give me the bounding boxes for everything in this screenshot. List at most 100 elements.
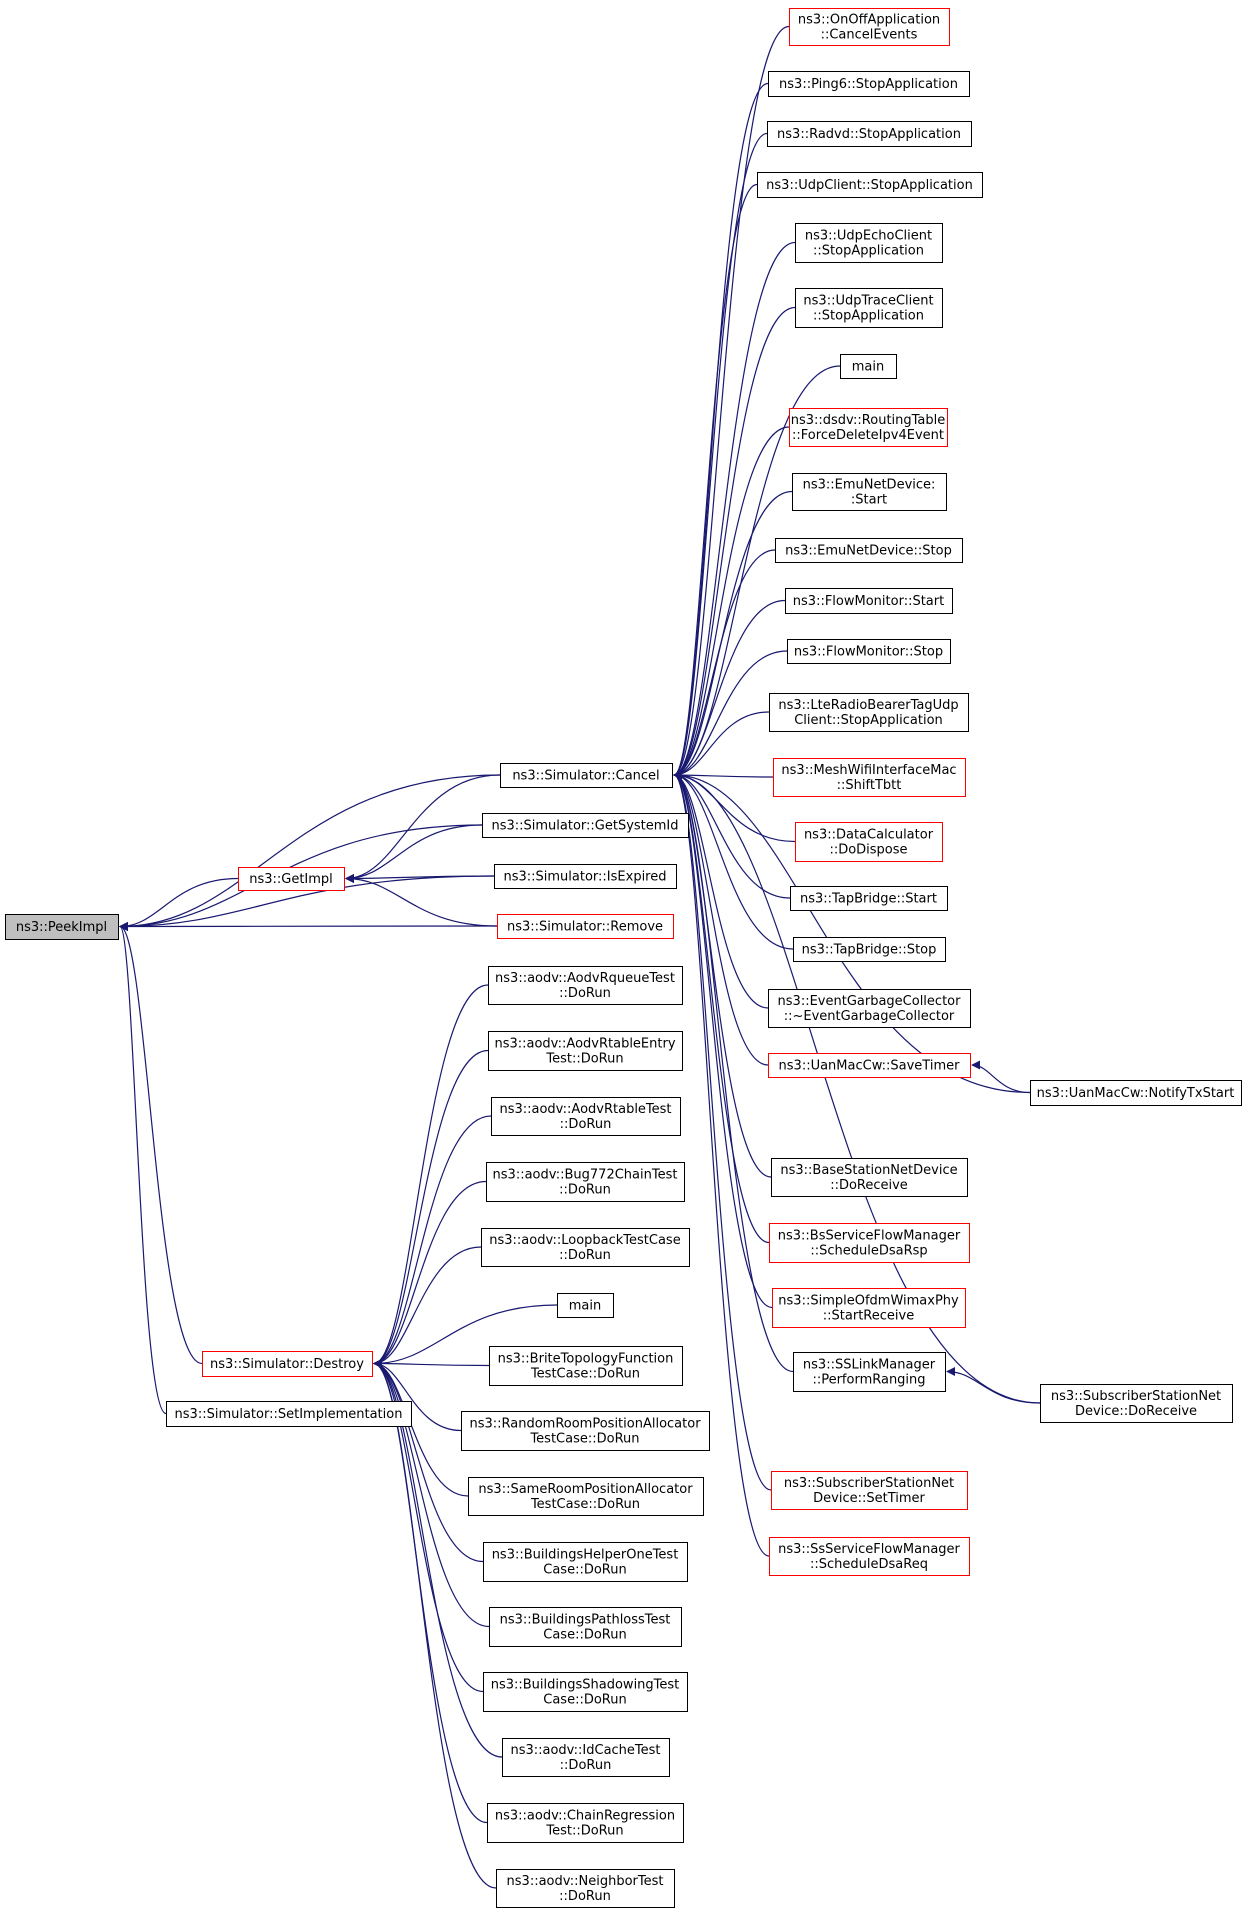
node-box: [757, 172, 983, 198]
node-label: ns3::EmuNetDevice::Stop: [785, 544, 952, 559]
node-flowstop[interactable]: ns3::FlowMonitor::Stop: [787, 639, 951, 664]
node-label: ns3::aodv::AodvRtableEntry: [494, 1037, 675, 1052]
node-box: [790, 886, 948, 911]
node-isexpired[interactable]: ns3::Simulator::IsExpired: [494, 864, 677, 889]
node-box: [787, 639, 951, 664]
node-box: [771, 1158, 968, 1197]
node-setimplementation[interactable]: ns3::Simulator::SetImplementation: [166, 1401, 412, 1427]
node-label: ns3::Radvd::StopApplication: [777, 127, 961, 142]
node-simpleofdm[interactable]: ns3::SimpleOfdmWimaxPhy::StartReceive: [772, 1288, 966, 1328]
edge-eventgc-to-cancel: [673, 770, 769, 1009]
node-aodvrqueue[interactable]: ns3::aodv::AodvRqueueTest::DoRun: [488, 966, 683, 1005]
node-udpclient[interactable]: ns3::UdpClient::StopApplication: [757, 172, 983, 198]
edge-randomroom-to-destroy: [373, 1359, 462, 1432]
node-randomroom[interactable]: ns3::RandomRoomPositionAllocatorTestCase…: [461, 1411, 710, 1451]
edge-remove-to-peekimpl: [119, 921, 498, 931]
node-label: main: [569, 1299, 601, 1314]
node-box: [5, 914, 119, 940]
node-tapstop[interactable]: ns3::TapBridge::Stop: [793, 937, 946, 962]
node-box: [1030, 1080, 1242, 1106]
node-label: ns3::aodv::Bug772ChainTest: [493, 1168, 678, 1183]
node-flowstart[interactable]: ns3::FlowMonitor::Start: [785, 588, 953, 614]
node-emustop[interactable]: ns3::EmuNetDevice::Stop: [775, 538, 963, 563]
node-label: ::DoRun: [559, 1889, 611, 1904]
node-onoff[interactable]: ns3::OnOffApplication::CancelEvents: [789, 8, 950, 46]
edge-getimpl-to-peekimpl: [119, 877, 239, 931]
node-label: ::~EventGarbageCollector: [784, 1009, 955, 1024]
node-getimpl[interactable]: ns3::GetImpl: [238, 867, 345, 891]
node-eventgc[interactable]: ns3::EventGarbageCollector::~EventGarbag…: [768, 989, 971, 1028]
node-datacalc[interactable]: ns3::DataCalculator::DoDispose: [795, 822, 943, 862]
node-sslink[interactable]: ns3::SSLinkManager::PerformRanging: [793, 1352, 946, 1392]
node-label: ::DoReceive: [830, 1178, 908, 1193]
node-uansave[interactable]: ns3::UanMacCw::SaveTimer: [768, 1053, 971, 1078]
node-label: ns3::PeekImpl: [16, 920, 107, 935]
node-udptrace[interactable]: ns3::UdpTraceClient::StopApplication: [795, 288, 943, 328]
node-box: [793, 937, 946, 962]
node-label: ns3::FlowMonitor::Start: [793, 594, 944, 609]
node-aodvrtable[interactable]: ns3::aodv::AodvRtableTest::DoRun: [491, 1097, 681, 1136]
node-box: [769, 1223, 970, 1263]
node-box: [795, 223, 943, 263]
node-label: ns3::TapBridge::Stop: [802, 943, 937, 958]
node-label: ns3::UdpTraceClient: [803, 294, 933, 309]
nodes-layer: ns3::PeekImplns3::GetImplns3::Simulator:…: [5, 8, 1242, 1908]
node-peekimpl[interactable]: ns3::PeekImpl: [5, 914, 119, 940]
node-label: ns3::FlowMonitor::Stop: [794, 645, 943, 660]
edge-simpleofdm-to-cancel: [673, 770, 773, 1309]
node-label: ns3::GetImpl: [249, 872, 333, 887]
node-box: [482, 813, 689, 838]
node-ssnetrecv[interactable]: ns3::SubscriberStationNetDevice::DoRecei…: [1040, 1384, 1233, 1423]
node-bsservice[interactable]: ns3::BsServiceFlowManager::ScheduleDsaRs…: [769, 1223, 970, 1263]
node-ssservice[interactable]: ns3::SsServiceFlowManager::ScheduleDsaRe…: [769, 1537, 970, 1576]
node-main1[interactable]: main: [840, 354, 897, 379]
node-cancel[interactable]: ns3::Simulator::Cancel: [500, 763, 673, 788]
node-box: [481, 1228, 690, 1267]
node-destroy[interactable]: ns3::Simulator::Destroy: [202, 1351, 373, 1377]
node-meshwifi[interactable]: ns3::MeshWifiInterfaceMac::ShiftTbtt: [773, 758, 966, 797]
node-emustart[interactable]: ns3::EmuNetDevice::Start: [792, 473, 947, 511]
node-box: [500, 763, 673, 788]
node-udpecho[interactable]: ns3::UdpEchoClient::StopApplication: [795, 223, 943, 263]
node-brite[interactable]: ns3::BriteTopologyFunctionTestCase::DoRu…: [489, 1346, 683, 1386]
node-box: [767, 121, 972, 147]
node-loopback[interactable]: ns3::aodv::LoopbackTestCase::DoRun: [481, 1228, 690, 1267]
node-main2[interactable]: main: [557, 1293, 614, 1318]
node-label: ::DoRun: [559, 986, 611, 1001]
node-neighbor[interactable]: ns3::aodv::NeighborTest::DoRun: [496, 1869, 675, 1908]
edge-bsservice-to-cancel: [673, 770, 770, 1244]
node-bsnetdev[interactable]: ns3::BaseStationNetDevice::DoReceive: [771, 1158, 968, 1197]
node-getsystemid[interactable]: ns3::Simulator::GetSystemId: [482, 813, 689, 838]
node-ssnettimer[interactable]: ns3::SubscriberStationNetDevice::SetTime…: [771, 1471, 968, 1510]
node-dsdv[interactable]: ns3::dsdv::RoutingTable::ForceDeleteIpv4…: [789, 408, 948, 447]
node-label: ns3::Simulator::GetSystemId: [491, 819, 678, 834]
node-idcache[interactable]: ns3::aodv::IdCacheTest::DoRun: [502, 1738, 670, 1777]
node-label: TestCase::DoRun: [530, 1367, 640, 1382]
node-bug772[interactable]: ns3::aodv::Bug772ChainTest::DoRun: [486, 1162, 685, 1202]
node-label: ns3::aodv::AodvRtableTest: [499, 1102, 671, 1117]
node-box: [489, 1346, 683, 1386]
node-label: ns3::Simulator::SetImplementation: [175, 1407, 403, 1422]
node-ping6[interactable]: ns3::Ping6::StopApplication: [768, 71, 970, 97]
node-box: [488, 966, 683, 1005]
node-label: Device::SetTimer: [813, 1491, 925, 1506]
edge-onoff-to-cancel: [673, 25, 790, 780]
node-box: [772, 1288, 966, 1328]
edge-tapstop-to-cancel: [673, 770, 794, 950]
node-tapstart[interactable]: ns3::TapBridge::Start: [790, 886, 948, 911]
node-label: TestCase::DoRun: [529, 1432, 639, 1447]
edge-emustop-to-cancel: [673, 549, 776, 780]
node-sameroom[interactable]: ns3::SameRoomPositionAllocatorTestCase::…: [468, 1477, 704, 1516]
node-uannotify[interactable]: ns3::UanMacCw::NotifyTxStart: [1030, 1080, 1242, 1106]
node-label: ns3::aodv::NeighborTest: [507, 1874, 664, 1889]
node-lteradio[interactable]: ns3::LteRadioBearerTagUdpClient::StopApp…: [769, 693, 969, 732]
node-remove[interactable]: ns3::Simulator::Remove: [497, 914, 674, 939]
node-label: ::ScheduleDsaRsp: [810, 1244, 927, 1259]
node-radvd[interactable]: ns3::Radvd::StopApplication: [767, 121, 972, 147]
node-label: Test::DoRun: [545, 1824, 623, 1839]
